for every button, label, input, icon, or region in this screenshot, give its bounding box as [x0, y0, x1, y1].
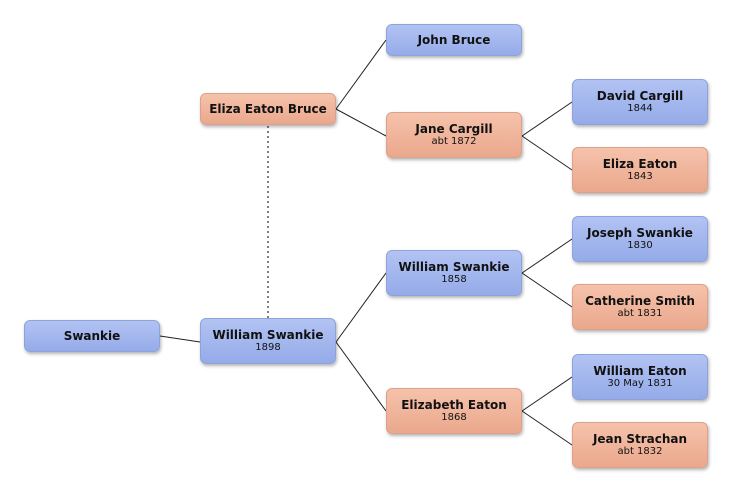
person-name: William Swankie [398, 260, 510, 274]
person-eliza-eaton-bruce[interactable]: Eliza Eaton Bruce [200, 93, 336, 125]
person-name: Catherine Smith [585, 294, 695, 308]
person-jean-strachan[interactable]: Jean Strachan abt 1832 [572, 422, 708, 468]
person-william-eaton[interactable]: William Eaton 30 May 1831 [572, 354, 708, 400]
person-name: Jean Strachan [592, 432, 688, 446]
person-william-swankie-1858[interactable]: William Swankie 1858 [386, 250, 522, 296]
person-swankie[interactable]: Swankie [24, 320, 160, 352]
person-name: David Cargill [596, 89, 684, 103]
person-date: 1898 [255, 342, 281, 353]
person-name: Swankie [63, 329, 121, 343]
person-joseph-swankie[interactable]: Joseph Swankie 1830 [572, 216, 708, 262]
person-name: Elizabeth Eaton [401, 398, 507, 412]
person-eliza-eaton[interactable]: Eliza Eaton 1843 [572, 147, 708, 193]
person-david-cargill[interactable]: David Cargill 1844 [572, 79, 708, 125]
link-william-1858-father [521, 238, 573, 274]
person-date: 30 May 1831 [607, 378, 673, 389]
link-william-1858-mother [521, 272, 573, 308]
person-date: 1830 [627, 240, 653, 251]
person-name: Jane Cargill [415, 122, 493, 136]
person-date: abt 1832 [617, 446, 663, 457]
person-name: Joseph Swankie [587, 226, 693, 240]
person-date: 1858 [441, 274, 467, 285]
person-jane-cargill[interactable]: Jane Cargill abt 1872 [386, 112, 522, 158]
person-william-swankie-1898[interactable]: William Swankie 1898 [200, 318, 336, 364]
person-date: 1868 [441, 412, 467, 423]
link-elizabeth-eaton-mother [521, 410, 573, 446]
person-date: 1843 [627, 171, 653, 182]
person-john-bruce[interactable]: John Bruce [386, 24, 522, 56]
person-name: Eliza Eaton [602, 157, 678, 171]
link-jane-cargill-mother [521, 135, 573, 171]
link-eliza-bruce-mother [335, 108, 387, 137]
person-catherine-smith[interactable]: Catherine Smith abt 1831 [572, 284, 708, 330]
link-jane-cargill-father [521, 101, 573, 137]
person-date: 1844 [627, 103, 653, 114]
person-date: abt 1872 [431, 136, 477, 147]
person-name: Eliza Eaton Bruce [209, 102, 327, 116]
link-william-1898-mother [335, 341, 387, 412]
link-eliza-bruce-father [335, 39, 387, 110]
person-name: William Swankie [212, 328, 324, 342]
link-william-1898-father [335, 272, 387, 343]
link-elizabeth-eaton-father [521, 376, 573, 412]
person-date: abt 1831 [617, 308, 663, 319]
person-name: John Bruce [417, 33, 491, 47]
link-swankie-william-1898 [159, 335, 201, 343]
person-elizabeth-eaton[interactable]: Elizabeth Eaton 1868 [386, 388, 522, 434]
person-name: William Eaton [593, 364, 687, 378]
